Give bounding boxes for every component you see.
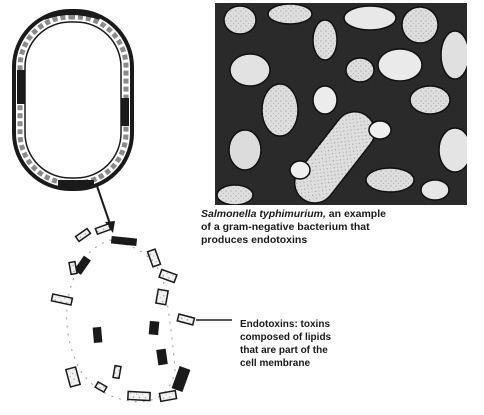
- caption-line-1: Salmonella typhimurium, an example: [201, 208, 386, 220]
- caption-line-2: of a gram-negative bacterium that: [201, 221, 370, 233]
- endotoxin-label-line-2: composed of lipids: [240, 332, 332, 343]
- caption-species: Salmonella typhimurium,: [201, 208, 326, 220]
- endotoxin-label-line-4: cell membrane: [240, 358, 310, 369]
- caption-line-3: produces endotoxins: [201, 234, 307, 246]
- salmonella-micrograph: [215, 3, 471, 211]
- photo-caption: Salmonella typhimurium, an example of a …: [201, 208, 386, 246]
- endotoxin-label-line-3: that are part of the: [240, 345, 328, 356]
- caption-line-1-rest: an example: [326, 208, 386, 220]
- endotoxin-label-line-1: Endotoxins: toxins: [240, 319, 330, 330]
- endotoxin-label: Endotoxins: toxins composed of lipids th…: [240, 319, 332, 369]
- intact-bacterium: [14, 11, 132, 189]
- lysed-bacterium-fragments: [51, 224, 194, 402]
